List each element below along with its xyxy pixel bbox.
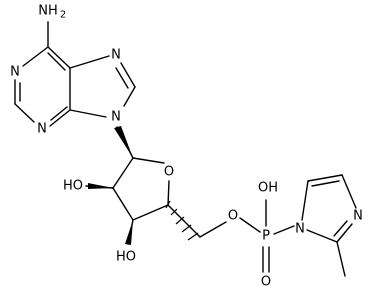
atom-label-imid-n3: N [353, 209, 363, 224]
atom-label-n7: N [111, 48, 121, 63]
bond-c3-c4 [132, 204, 169, 221]
bond-imid-n3-c2 [336, 223, 353, 243]
bond-c5prime-o [199, 221, 227, 238]
atom-label-phosphorus: P [262, 229, 270, 244]
bond-c2-n3 [14, 103, 35, 123]
atom-label-ho-3: HO [116, 250, 136, 265]
bond-c5-c6 [47, 46, 71, 69]
atom-label-n9: N [111, 110, 121, 125]
bond-c4-o [167, 180, 170, 206]
atom-label-n3: N [37, 122, 47, 137]
hashed-wedge-bond [165, 200, 199, 241]
atom-label-p-oh: OH [258, 181, 278, 196]
atom-label-ring-o: O [164, 165, 174, 180]
bond-c4-c5prime [167, 204, 201, 238]
bond-c8-n9 [123, 86, 136, 107]
bond-n7-c8 [120, 62, 136, 88]
bond-imid-c2-n1 [306, 229, 338, 243]
bond-n3-c4 [49, 109, 71, 127]
atom-labels: NH 2 N N N N O HO HO O P OH O N N [10, 4, 363, 290]
atom-label-nh2: NH [38, 4, 58, 19]
bond-imid-c2-methyl [336, 241, 346, 277]
wedge-bond-c2-oh [88, 183, 113, 189]
bond-imid-n1-c5 [301, 180, 309, 221]
wedge-bond-c1-n9 [114, 126, 133, 158]
atom-label-imid-n1: N [295, 222, 305, 237]
bond-n9-c4 [69, 109, 107, 118]
bond-lines [14, 21, 357, 277]
bond-imid-n3-c2-inner [333, 220, 348, 237]
bond-o-c1 [132, 157, 165, 164]
atom-label-phosphoryl-o: O [261, 275, 271, 290]
atom-label-ho-2: HO [63, 179, 83, 194]
bond-imid-c5-c4 [307, 174, 343, 182]
bond-c2-c3 [112, 187, 134, 221]
atom-label-n1: N [10, 65, 20, 80]
bond-n7-c8-inner [115, 67, 129, 89]
bond-c5-n7 [69, 55, 110, 69]
hash-5 [187, 232, 199, 241]
atom-label-ester-o: O [228, 209, 238, 224]
bond-p-n [273, 225, 295, 235]
hash-4 [181, 224, 192, 233]
hash-1 [165, 200, 171, 209]
bond-c6-n1 [22, 46, 49, 67]
hash-3 [175, 216, 185, 225]
bond-imid-c4-n3 [341, 174, 357, 209]
bond-c5-c6-inner [47, 52, 66, 71]
bond-o-p [239, 217, 261, 233]
atom-label-nh2-subscript: 2 [60, 10, 66, 21]
wedge-bond-c3-oh [125, 220, 133, 245]
hash-2 [170, 208, 178, 216]
bond-c1-c2 [112, 157, 134, 189]
bond-imid-c5-c4-inner [311, 180, 340, 187]
bond-n3-c4-inner [50, 106, 68, 121]
